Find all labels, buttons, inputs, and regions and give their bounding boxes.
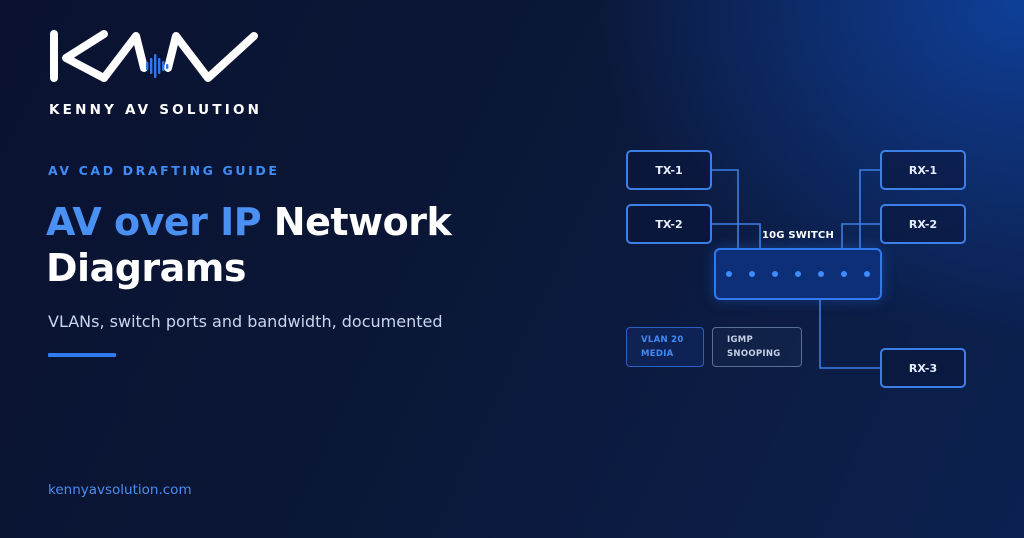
node-rx2: RX-2 [880,204,966,244]
node-rx1: RX-1 [880,150,966,190]
kav-wave-logo-icon [50,30,258,82]
title-rest: Network [261,200,452,244]
wire-rx3 [819,300,880,369]
vlan-tag-line2: MEDIA [641,349,674,359]
vlan-tag-line1: VLAN 20 [641,335,684,345]
wire-rx2 [841,223,880,248]
node-tx2: TX-2 [626,204,712,244]
guide-kicker: AV CAD DRAFTING GUIDE [48,163,280,178]
igmp-tag: IGMP SNOOPING [712,327,802,367]
wire-tx1 [712,169,739,248]
switch-port [749,271,755,277]
page-subtitle: VLANs, switch ports and bandwidth, docum… [48,312,443,331]
switch-port [772,271,778,277]
switch-label: 10G SWITCH [761,230,835,241]
igmp-tag-line1: IGMP [727,335,754,345]
wire-tx2 [712,223,761,248]
title-line2: Diagrams [46,246,247,290]
diagram-wires [712,169,880,369]
switch-port [818,271,824,277]
network-switch [714,248,882,300]
node-rx3: RX-3 [880,348,966,388]
website-link[interactable]: kennyavsolution.com [48,482,192,498]
vlan-tag: VLAN 20 MEDIA [626,327,704,367]
igmp-tag-line2: SNOOPING [727,349,781,359]
node-tx1: TX-1 [626,150,712,190]
switch-port [795,271,801,277]
kav-logo [48,28,263,88]
brand-name: KENNY AV SOLUTION [49,102,263,118]
switch-port [864,271,870,277]
switch-port [726,271,732,277]
switch-port [841,271,847,277]
network-diagram: TX-1 TX-2 RX-1 RX-2 RX-3 10G SWITCH VLAN… [610,140,990,400]
wire-rx1 [859,169,880,248]
title-accent: AV over IP [46,200,262,244]
accent-divider [48,353,116,357]
